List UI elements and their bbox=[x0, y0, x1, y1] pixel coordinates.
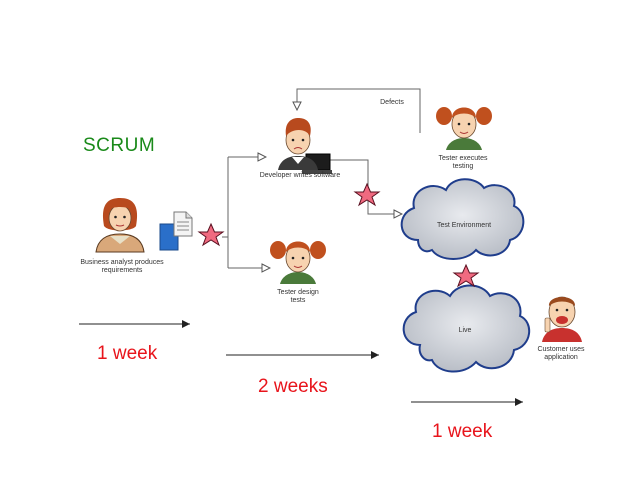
tester-design-label: Tester design tests bbox=[266, 289, 330, 305]
business-analyst-line2: requirements bbox=[101, 267, 143, 274]
customer-label: Customer uses application bbox=[526, 346, 596, 362]
customer-line2: application bbox=[544, 354, 578, 361]
person-developer-icon bbox=[278, 118, 318, 170]
person-ba-icon bbox=[95, 198, 145, 253]
diagram-title: SCRUM bbox=[83, 135, 156, 156]
cloud-icon-live bbox=[402, 284, 530, 373]
duration-2-weeks: 2 weeks bbox=[258, 376, 328, 397]
duration-1-week: 1 week bbox=[97, 343, 158, 364]
star-icon bbox=[197, 222, 225, 247]
person-customer-icon bbox=[542, 296, 582, 342]
person-tester-icon bbox=[270, 241, 326, 284]
duration-1-week-second: 1 week bbox=[432, 421, 493, 442]
star-icon bbox=[452, 263, 480, 288]
tester-design-line2: tests bbox=[290, 297, 306, 304]
timeline-arrows bbox=[79, 320, 523, 406]
tester-executes-line2: testing bbox=[452, 163, 474, 170]
tester-executes-label: Tester executes testing bbox=[428, 155, 498, 171]
tester-design-line1: Tester design bbox=[277, 289, 319, 296]
person-tester-icon bbox=[436, 107, 492, 150]
cloud-icon-test-environment bbox=[400, 178, 525, 260]
business-analyst-label: Business analyst produces requirements bbox=[70, 259, 174, 275]
test-environment-label: Test Environment bbox=[436, 222, 492, 229]
developer-label: Developer writes software bbox=[259, 172, 341, 179]
business-analyst-line1: Business analyst produces bbox=[80, 259, 164, 266]
live-label: Live bbox=[458, 327, 472, 334]
tester-executes-line1: Tester executes bbox=[438, 155, 488, 162]
customer-line1: Customer uses bbox=[537, 346, 585, 353]
document-icon bbox=[159, 211, 193, 251]
star-icon bbox=[353, 182, 381, 207]
defects-label: Defects bbox=[380, 99, 404, 106]
